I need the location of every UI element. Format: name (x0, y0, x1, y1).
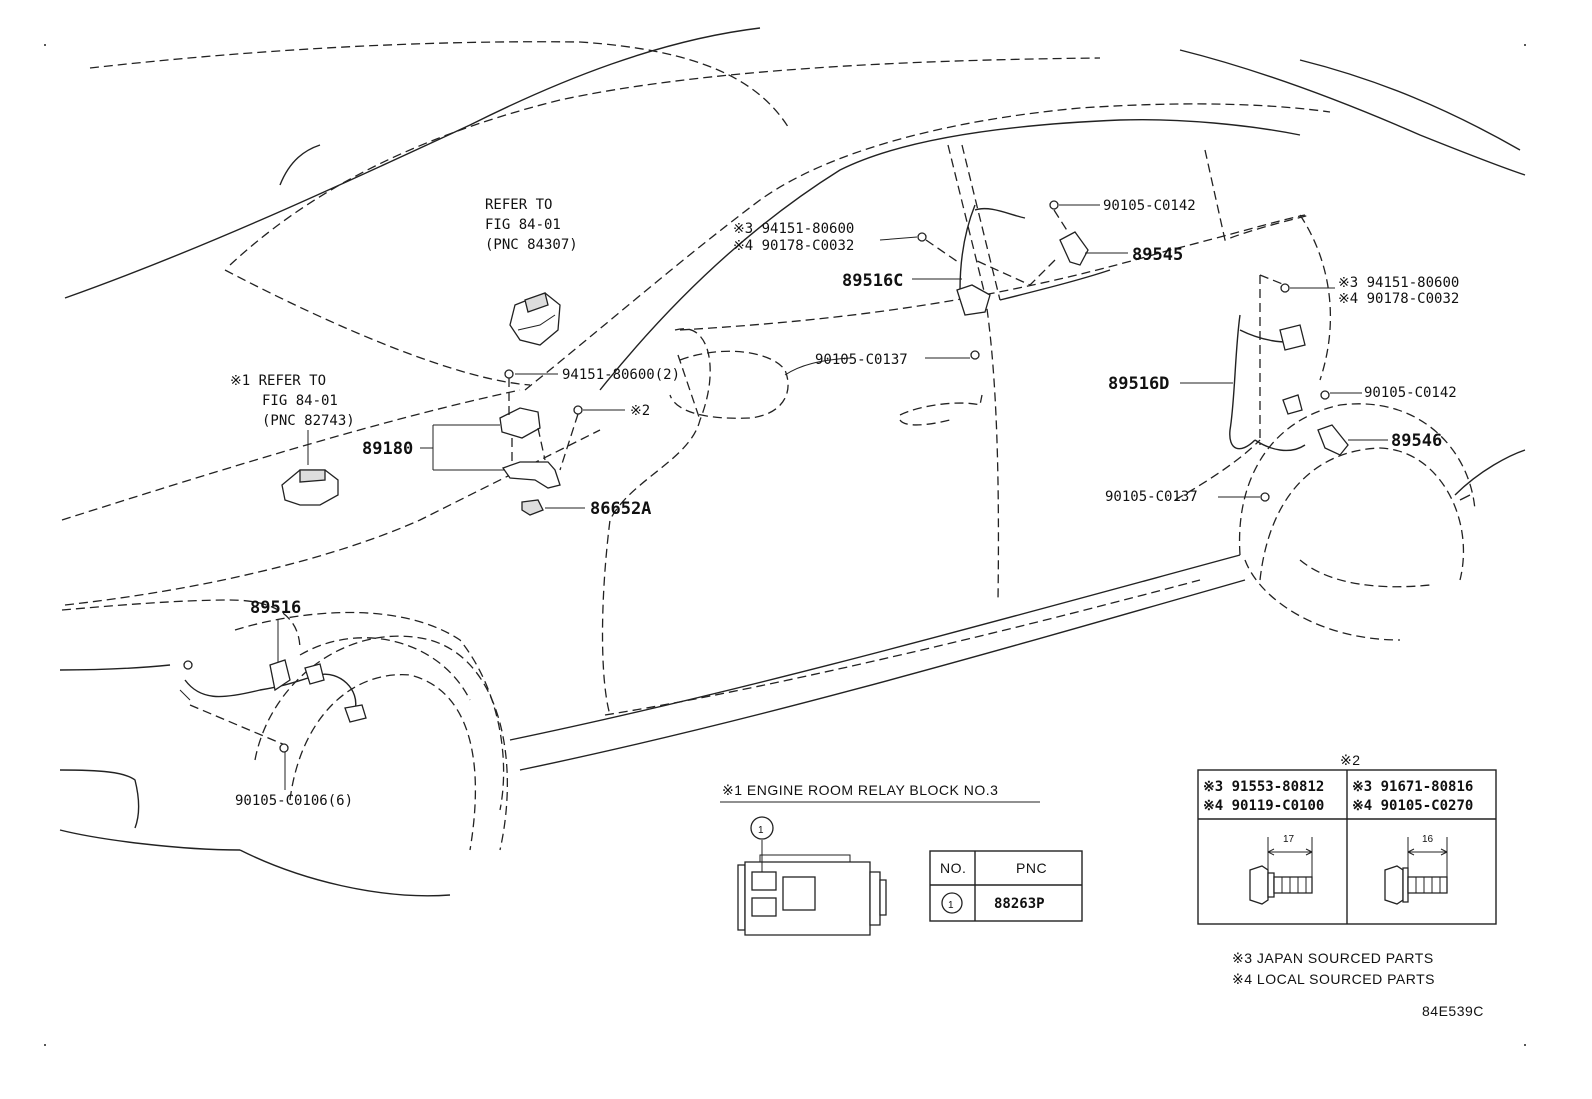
svg-text:※4 90178-C0032: ※4 90178-C0032 (1338, 291, 1459, 307)
callout-89546: 89546 (1348, 431, 1442, 451)
legend: ※3 JAPAN SOURCED PARTS ※4 LOCAL SOURCED … (1232, 950, 1435, 987)
bolt-col1-line2: ※4 90119-C0100 (1203, 798, 1324, 814)
callout-90105-C0106: 90105-C0106(6) (235, 752, 353, 809)
svg-text:17: 17 (1283, 834, 1295, 845)
legend-local: ※4 LOCAL SOURCED PARTS (1232, 971, 1435, 987)
callout-front-door-nut: ※3 94151-80600 ※4 90178-C0032 (733, 221, 918, 254)
svg-text:※1 REFER TO: ※1 REFER TO (230, 373, 326, 389)
callout-89516D: 89516D (1108, 374, 1233, 394)
svg-text:90105-C0137: 90105-C0137 (815, 352, 908, 368)
part-84307-sensor (509, 292, 561, 346)
callout-89516C: 89516C (842, 271, 962, 291)
svg-text:89516: 89516 (250, 598, 301, 618)
svg-text:※3 94151-80600: ※3 94151-80600 (1338, 275, 1459, 291)
svg-text:89546: 89546 (1391, 431, 1442, 451)
figure-code: 84E539C (1422, 1003, 1484, 1019)
svg-text:89516C: 89516C (842, 271, 903, 291)
svg-text:89545: 89545 (1132, 245, 1183, 265)
callout-86652A: 86652A (545, 499, 651, 519)
svg-text:90105-C0142: 90105-C0142 (1103, 198, 1196, 214)
part-89516-harness (179, 659, 367, 753)
callout-89180: 89180 (362, 424, 505, 471)
pnc-row-no: 1 (948, 900, 954, 911)
callout-90105-C0142-b: 90105-C0142 (1330, 385, 1457, 401)
svg-text:REFER TO: REFER TO (485, 197, 552, 213)
callout-90105-C0142-a: 90105-C0142 (1059, 198, 1196, 214)
svg-text:FIG 84-01: FIG 84-01 (485, 217, 561, 233)
svg-text:※2: ※2 (630, 403, 650, 419)
svg-text:94151-80600(2): 94151-80600(2) (562, 367, 680, 383)
svg-text:FIG 84-01: FIG 84-01 (262, 393, 338, 409)
callout-refer-84307: REFER TO FIG 84-01 (PNC 84307) (485, 197, 578, 253)
svg-text:16: 16 (1422, 834, 1434, 845)
corner-marks (44, 44, 1526, 1046)
callout-90105-C0137-a: 90105-C0137 (784, 352, 970, 376)
pnc-row-pnc: 88263P (994, 896, 1045, 912)
svg-text:86652A: 86652A (590, 499, 651, 519)
callout-note2: ※2 (583, 403, 650, 419)
callout-89516: 89516 (250, 598, 301, 662)
svg-text:90105-C0106(6): 90105-C0106(6) (235, 793, 353, 809)
svg-text:89180: 89180 (362, 439, 413, 459)
callout-94151-80600-2: 94151-80600(2) (515, 367, 680, 383)
bolt-col2-line2: ※4 90105-C0270 (1352, 798, 1473, 814)
pnc-table-header-pnc: PNC (1016, 860, 1047, 876)
bolt-table: ※2 ※3 91553-80812 ※4 90119-C0100 ※3 9167… (1197, 752, 1497, 925)
part-82743-block (281, 469, 339, 506)
bolt-col1-line1: ※3 91553-80812 (1203, 779, 1324, 795)
part-86652A-clip (521, 499, 544, 516)
relay-block-section: ※1 ENGINE ROOM RELAY BLOCK NO.3 1 NO. PN… (720, 782, 1083, 936)
part-89180-bracket (499, 369, 583, 489)
relay-block-title: ※1 ENGINE ROOM RELAY BLOCK NO.3 (722, 782, 998, 798)
svg-text:90105-C0137: 90105-C0137 (1105, 489, 1198, 505)
svg-text:※4 90178-C0032: ※4 90178-C0032 (733, 238, 854, 254)
callout-89545: 89545 (1085, 245, 1183, 265)
svg-text:(PNC 84307): (PNC 84307) (485, 237, 578, 253)
bolt-table-title: ※2 (1340, 752, 1361, 768)
svg-text:90105-C0142: 90105-C0142 (1364, 385, 1457, 401)
part-89516C-harness (917, 200, 1089, 360)
bolt-1-drawing: 17 (1249, 834, 1313, 905)
svg-text:(PNC 82743): (PNC 82743) (262, 413, 355, 429)
callout-90105-C0137-b: 90105-C0137 (1105, 489, 1260, 505)
bolt-2-drawing: 16 (1384, 834, 1448, 905)
pnc-table-header-no: NO. (940, 860, 966, 876)
svg-text:※3 94151-80600: ※3 94151-80600 (733, 221, 854, 237)
svg-text:89516D: 89516D (1108, 374, 1169, 394)
relay-pnc-table: NO. PNC 1 88263P (929, 850, 1083, 922)
legend-japan: ※3 JAPAN SOURCED PARTS (1232, 950, 1434, 966)
relay-block-drawing: 1 (737, 816, 887, 936)
part-89516D-harness (1229, 274, 1349, 502)
callout-rear-nut: ※3 94151-80600 ※4 90178-C0032 (1290, 275, 1459, 307)
callout-refer-82743: ※1 REFER TO FIG 84-01 (PNC 82743) (230, 373, 355, 465)
bolt-col2-line1: ※3 91671-80816 (1352, 779, 1473, 795)
relay-marker-label: 1 (758, 825, 764, 836)
car-outline (59, 27, 1526, 897)
